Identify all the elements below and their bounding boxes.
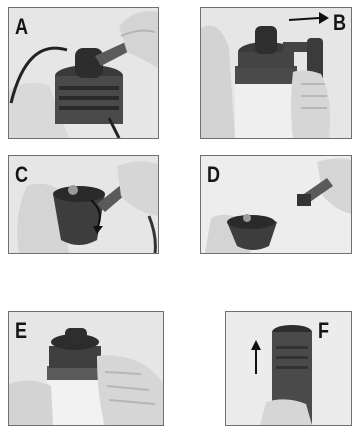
panel-a-label: A [15,16,28,38]
panel-b: B [200,7,352,139]
panel-f: F [225,311,352,426]
panel-a: A [8,7,159,139]
panel-b-label: B [333,12,346,34]
panel-f-label: F [318,320,329,342]
panel-a-photo [9,8,158,138]
panel-e: E [8,311,164,426]
panel-c-label: C [15,164,28,186]
panel-d-label: D [207,164,220,186]
panel-f-photo [226,312,351,425]
panel-e-photo [9,312,163,425]
panel-c-photo [9,156,158,253]
panel-b-photo [201,8,351,138]
panel-d: D [200,155,352,254]
panel-d-photo [201,156,351,253]
panel-e-label: E [15,320,27,342]
panel-c: C [8,155,159,254]
